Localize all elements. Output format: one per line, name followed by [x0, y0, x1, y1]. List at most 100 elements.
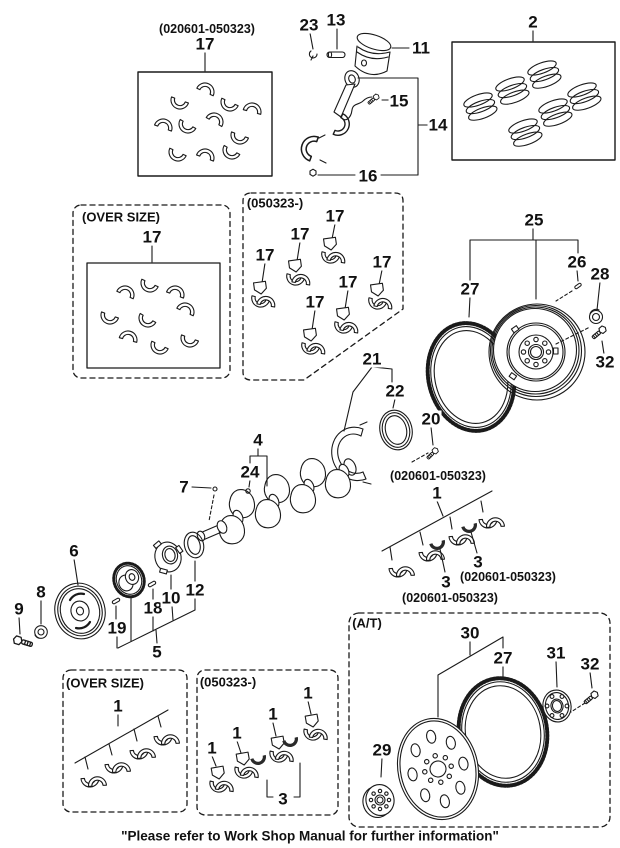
- callout-28: 28: [589, 264, 611, 284]
- callout-3: 3: [440, 572, 452, 592]
- callout-8: 8: [35, 582, 47, 602]
- at-label: (A/T): [351, 615, 383, 631]
- drive-plate: [396, 717, 480, 821]
- callout-12: 12: [184, 580, 206, 600]
- flywheel-bracket: [468, 227, 579, 318]
- piston-ring-box: [451, 29, 616, 161]
- callout-18: 18: [142, 598, 164, 618]
- callout-1: 1: [431, 483, 443, 503]
- timing-sprocket: [112, 561, 146, 642]
- seal-case: [331, 421, 372, 485]
- callout-17: 17: [324, 206, 346, 226]
- callout-22: 22: [384, 381, 406, 401]
- flywheel: [488, 303, 586, 401]
- sensor-wheel: [152, 540, 184, 621]
- callout-3: 3: [472, 552, 484, 572]
- callout-17: 17: [304, 292, 326, 312]
- callout-14: 14: [427, 115, 449, 135]
- callout-32: 32: [579, 654, 601, 674]
- connecting-rod: [332, 70, 373, 140]
- seal-case-bracket: [343, 366, 393, 432]
- callout-9: 9: [13, 599, 25, 619]
- bearing-box-020601: [137, 51, 273, 177]
- date-range-label: (020601-050323): [401, 590, 499, 605]
- callout-23: 23: [298, 15, 320, 35]
- callout-17: 17: [371, 252, 393, 272]
- date-range-label: (050323-): [198, 674, 258, 690]
- date-range-label: (020601-050323): [459, 569, 557, 584]
- callout-19: 19: [106, 618, 128, 638]
- date-range-label: (050323-): [245, 195, 305, 211]
- callout-27: 27: [492, 648, 514, 668]
- callout-4: 4: [252, 430, 264, 450]
- case-bolt: [411, 426, 440, 463]
- at-box: [348, 612, 611, 828]
- callout-31: 31: [545, 643, 567, 663]
- callout-17: 17: [337, 272, 359, 292]
- crankshaft-bracket: [245, 447, 268, 494]
- callout-17: 17: [194, 34, 216, 54]
- callout-10: 10: [160, 588, 182, 608]
- callout-6: 6: [68, 541, 80, 561]
- callout-25: 25: [523, 210, 545, 230]
- callout-24: 24: [239, 462, 261, 482]
- date-range-label: (020601-050323): [158, 21, 256, 36]
- callout-21: 21: [361, 349, 383, 369]
- rod-assembly-bracket: [317, 77, 430, 176]
- piston-pin: [326, 28, 346, 59]
- callout-1: 1: [267, 704, 279, 724]
- thrust-ring: [183, 531, 205, 611]
- rear-oil-seal: [379, 398, 413, 451]
- rod-bolt: [366, 92, 392, 106]
- oversize-label: (OVER SIZE): [64, 675, 146, 691]
- woodruff-key-front: [111, 597, 121, 649]
- callout-7: 7: [178, 477, 190, 497]
- callout-1: 1: [112, 696, 124, 716]
- at-bolt: [570, 671, 600, 713]
- snap-ring: [308, 32, 318, 61]
- callout-26: 26: [566, 252, 588, 272]
- dowel-pin: [555, 269, 583, 302]
- callout-17: 17: [289, 224, 311, 244]
- piston: [354, 32, 410, 76]
- callout-20: 20: [420, 409, 442, 429]
- bearing-box-050323: [242, 192, 404, 381]
- callout-30: 30: [459, 623, 481, 643]
- crank-spacer: [362, 757, 395, 818]
- oversize-bearing-box-mid: [72, 204, 231, 379]
- date-range-label: (020601-050323): [389, 468, 487, 483]
- callout-15: 15: [388, 91, 410, 111]
- callout-3: 3: [277, 789, 289, 809]
- callout-32: 32: [594, 352, 616, 372]
- crank-pin: [191, 486, 218, 522]
- main-bearing-set: [381, 490, 507, 584]
- pilot-bearing: [588, 281, 604, 325]
- callout-1: 1: [302, 683, 314, 703]
- callout-11: 11: [411, 38, 431, 58]
- callout-17: 17: [254, 245, 276, 265]
- crank-pulley: [54, 558, 106, 640]
- adapter-plate: [542, 660, 572, 723]
- callout-1: 1: [231, 723, 243, 743]
- drive-plate-bracket: [437, 636, 504, 718]
- oversize-label: (OVER SIZE): [80, 209, 162, 225]
- pulley-bolt: [11, 616, 34, 650]
- woodruff-key-rear: [147, 580, 157, 632]
- callout-13: 13: [325, 10, 347, 30]
- footer-note: "Please refer to Work Shop Manual for fu…: [120, 828, 500, 844]
- oversize-main-bearing-box: [62, 669, 188, 813]
- callout-2: 2: [527, 12, 539, 32]
- callout-5: 5: [151, 642, 163, 662]
- pulley-group-bracket: [117, 609, 196, 649]
- callout-27: 27: [459, 279, 481, 299]
- main-bearing-box-050323: [196, 669, 339, 816]
- callout-16: 16: [357, 166, 379, 186]
- callout-17: 17: [141, 227, 163, 247]
- callout-29: 29: [371, 740, 393, 760]
- callout-1: 1: [206, 738, 218, 758]
- bearing-cap: [297, 132, 327, 177]
- pulley-washer: [34, 599, 48, 639]
- crankshaft: [196, 454, 357, 548]
